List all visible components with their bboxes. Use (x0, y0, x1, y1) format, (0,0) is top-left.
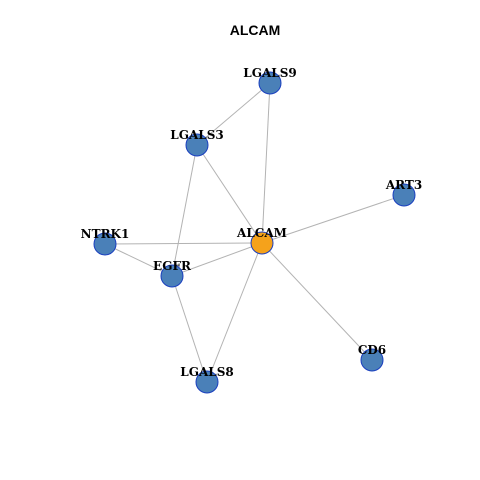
node-lgals8[interactable] (195, 370, 219, 394)
node-label-cd6: CD6 (358, 343, 386, 357)
node-cd6[interactable] (360, 348, 384, 372)
node-label-lgals8: LGALS8 (180, 365, 233, 379)
node-alcam[interactable] (250, 231, 274, 255)
node-ntrk1[interactable] (93, 232, 117, 256)
edge-ntrk1-egfr (104, 243, 173, 277)
edge-layer (104, 82, 405, 383)
node-label-ntrk1: NTRK1 (81, 227, 130, 241)
node-lgals9[interactable] (258, 71, 282, 95)
edge-alcam-lgals8 (206, 242, 263, 383)
node-label-lgals9: LGALS9 (243, 66, 296, 80)
node-egfr[interactable] (160, 264, 184, 288)
node-label-art3: ART3 (385, 178, 422, 192)
edge-egfr-lgals8 (171, 275, 208, 383)
graph-title: ALCAM (230, 22, 281, 38)
edge-lgals9-alcam (261, 82, 271, 244)
node-lgals3[interactable] (185, 133, 209, 157)
edge-alcam-cd6 (261, 242, 373, 361)
edge-ntrk1-alcam (104, 242, 263, 245)
node-label-alcam: ALCAM (236, 226, 287, 240)
node-art3[interactable] (392, 183, 416, 207)
edge-lgals9-lgals3 (196, 82, 271, 146)
edge-lgals3-egfr (171, 144, 198, 277)
edge-alcam-egfr (171, 242, 263, 277)
edge-art3-alcam (261, 194, 405, 244)
node-label-lgals3: LGALS3 (170, 128, 223, 142)
node-label-egfr: EGFR (153, 259, 192, 273)
edge-lgals3-alcam (196, 144, 263, 244)
node-layer (93, 71, 416, 394)
